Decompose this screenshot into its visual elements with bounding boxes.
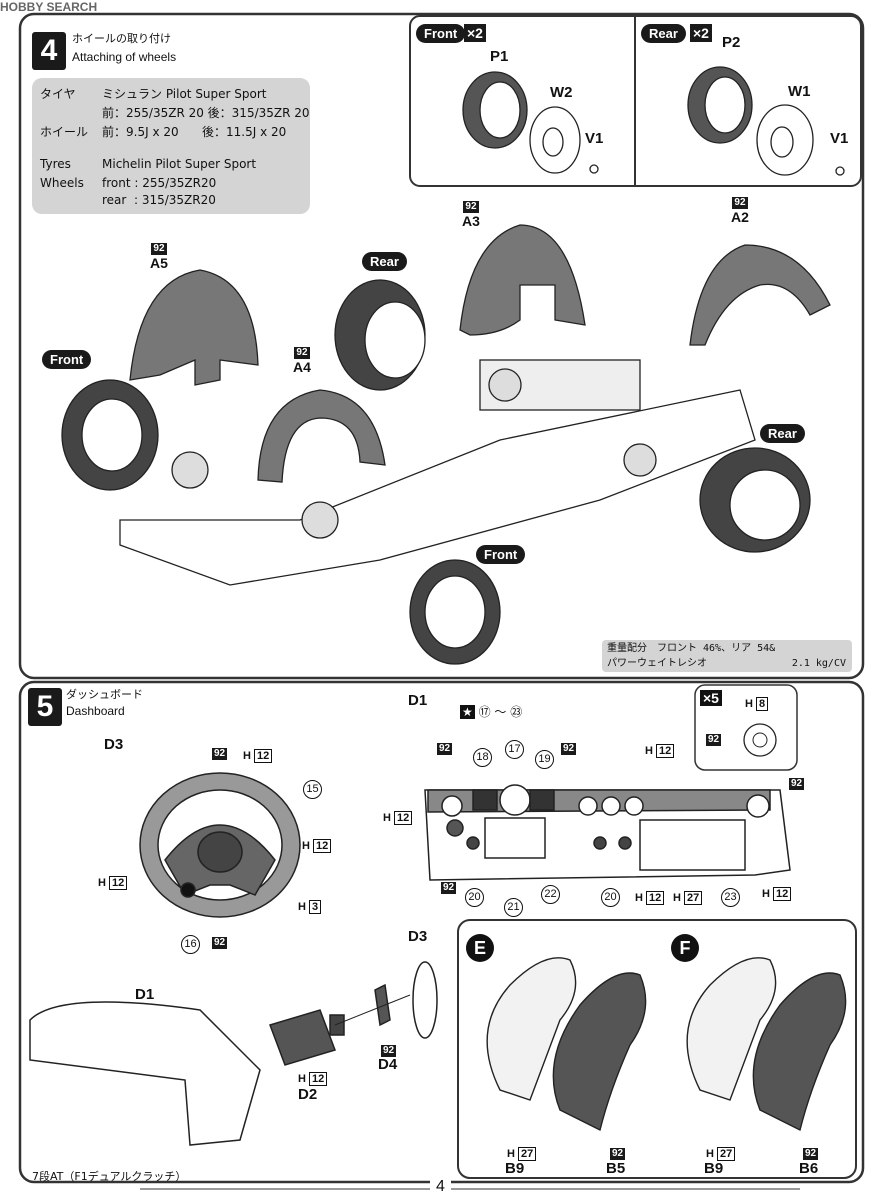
part-a3: 92 A3 [462, 201, 480, 229]
part-a2: 92 A2 [731, 197, 749, 225]
tire-value-jp: ミシュラン Pilot Super Sport [102, 87, 267, 101]
page-number: 4 [430, 1178, 451, 1196]
callout-15: 15 [303, 780, 322, 799]
rear-tag: Rear [641, 24, 686, 43]
rear-part-v: V1 [830, 130, 849, 147]
paint-92-d4: 92 [381, 1045, 397, 1057]
label-d4: D4 [378, 1056, 398, 1073]
front-size: front : 255/35ZR20 [102, 176, 217, 190]
h27-seat-f: H 27 [706, 1147, 736, 1161]
front-tag: Front [416, 24, 466, 43]
rear-part-w: W1 [788, 83, 811, 100]
paint-92-wheel-bottom: 92 [212, 937, 228, 949]
wheel-label-jp: ホイール [40, 125, 89, 139]
h12-d2: H 12 [298, 1072, 328, 1086]
front-wheel-exploded [462, 71, 599, 174]
step-title-jp: ホイールの取り付け [72, 32, 171, 45]
callout-21: 21 [504, 898, 523, 917]
wheel-rear-jp: 後：11.5J x 20 [202, 125, 287, 139]
tag-rear-2: Rear [760, 424, 805, 443]
dashboard-art [424, 784, 791, 881]
part-a5: 92 A5 [150, 243, 168, 271]
gearbox-note: 7段AT（F1デュアルクラッチ） [32, 1170, 187, 1183]
rear-multiplier: ×2 [690, 24, 712, 42]
h27-seat-e: H 27 [507, 1147, 537, 1161]
step5-title-jp: ダッシュボード [66, 688, 143, 701]
paint-92-rim: 92 [706, 734, 722, 746]
wheels-label: Wheels [40, 176, 84, 190]
step-number: 4 [32, 32, 66, 70]
callout-19: 19 [535, 750, 554, 769]
label-b9-e: B9 [505, 1160, 525, 1177]
paint-92-wheel-top: 92 [212, 748, 228, 760]
callout-17: 17 [505, 740, 524, 759]
paint-92-b5: 92 [610, 1148, 626, 1160]
label-b5: B5 [606, 1160, 626, 1177]
h12-dash-left: H 12 [383, 811, 413, 825]
fender-parts [129, 224, 831, 483]
rear-size: rear : 315/35ZR20 [102, 193, 216, 207]
h12-dash-bottom: H 12 [635, 891, 665, 905]
callout-22: 22 [541, 885, 560, 904]
callout-16: 16 [181, 935, 200, 954]
tire-sizes-jp: 前：255/35ZR 20 後：315/35ZR 20 [102, 106, 310, 120]
step-title-en: Attaching of wheels [72, 50, 177, 64]
front-part-p: P1 [490, 48, 509, 65]
callout-20-left: 20 [465, 888, 484, 907]
tyres-label: Tyres [40, 157, 71, 171]
tyres [61, 279, 811, 665]
steering-wheel-art [139, 772, 301, 918]
seat-f-marker: F [671, 934, 699, 962]
front-part-w: W2 [550, 84, 573, 101]
multiplier-5: ×5 [700, 690, 722, 706]
step5-number: 5 [28, 688, 62, 726]
part-a4: 92 A4 [293, 347, 311, 375]
tyres-value: Michelin Pilot Super Sport [102, 157, 257, 171]
h12-wheel-left: H 12 [98, 876, 128, 890]
label-d1: D1 [408, 692, 428, 709]
h12-wheel-right: H 12 [302, 839, 332, 853]
h12-wheel-top: H 12 [243, 749, 273, 763]
front-part-v: V1 [585, 130, 604, 147]
paint-92-b6: 92 [803, 1148, 819, 1160]
h8-box: H 8 [745, 697, 769, 711]
label-d2: D2 [298, 1086, 318, 1103]
rear-wheel-exploded [687, 66, 845, 176]
rear-part-p: P2 [722, 34, 741, 51]
paint-92-dash-bottom: 92 [441, 882, 457, 894]
dashboard-assembly-art [29, 961, 438, 1146]
callout-20-right: 20 [601, 888, 620, 907]
paint-92-dash-mid: 92 [561, 743, 577, 755]
callout-18: 18 [473, 748, 492, 767]
label-b6: B6 [799, 1160, 819, 1177]
seats-art [486, 957, 847, 1132]
label-d3-assembly: D3 [408, 928, 428, 945]
label-d1-assembly: D1 [135, 986, 155, 1003]
paint-92-dash-right: 92 [789, 778, 805, 790]
label-d3: D3 [104, 736, 124, 753]
step5-title-en: Dashboard [66, 704, 125, 718]
front-multiplier: ×2 [464, 24, 486, 42]
h12-dash-top: H 12 [645, 744, 675, 758]
tag-rear-1: Rear [362, 252, 407, 271]
spec-box: タイヤ ミシュラン Pilot Super Sport 前：255/35ZR 2… [32, 78, 310, 214]
watermark: HOBBY SEARCH [0, 0, 98, 14]
label-b9-f: B9 [704, 1160, 724, 1177]
decal-range: ★ ⑰ ～ ㉓ [460, 705, 523, 719]
chassis [119, 359, 756, 586]
paint-92-dash-left: 92 [437, 743, 453, 755]
h27-dash: H 27 [673, 891, 703, 905]
h3-wheel: H 3 [298, 900, 322, 914]
wheel-front-jp: 前：9.5J x 20 [102, 125, 179, 139]
tag-front-1: Front [42, 350, 92, 369]
h12-dash-right: H 12 [762, 887, 792, 901]
callout-23: 23 [721, 888, 740, 907]
tire-label-jp: タイヤ [40, 87, 76, 101]
tag-front-2: Front [476, 545, 526, 564]
seat-e-marker: E [466, 934, 494, 962]
